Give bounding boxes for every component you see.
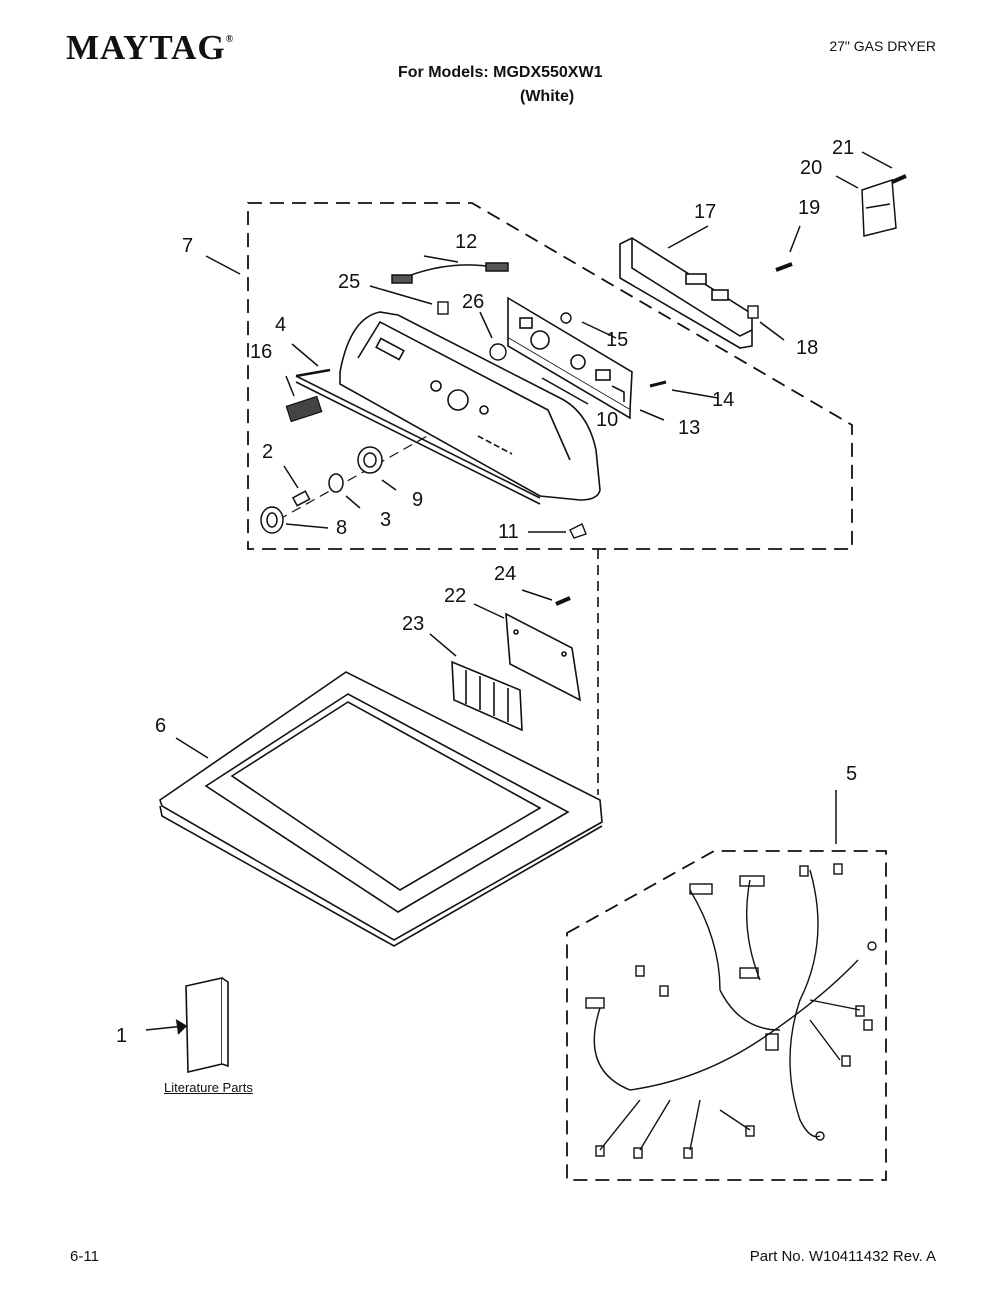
callout-9: 9: [412, 489, 424, 511]
part-12-wire: [391, 262, 509, 284]
callout-20: 20: [800, 157, 823, 179]
callout-13: 13: [678, 417, 701, 439]
document-type: 27" GAS DRYER: [829, 38, 936, 54]
callout-2: 2: [262, 441, 274, 463]
part-17-bracket: [619, 237, 753, 349]
callout-16: 16: [250, 341, 273, 363]
callout-6: 6: [155, 715, 167, 737]
callout-11: 11: [498, 521, 519, 543]
part-1-literature: [185, 977, 229, 1074]
part-11-clip: [569, 523, 587, 539]
part-4-rod: [295, 368, 331, 378]
part-25-clip: [437, 301, 449, 315]
part-26-button: [489, 343, 507, 361]
part-19-screw: [775, 262, 793, 272]
part-6-top-panel: [159, 671, 603, 947]
page-number: 6-11: [70, 1248, 99, 1265]
callout-14: 14: [712, 389, 735, 411]
callout-10: 10: [596, 409, 619, 431]
part-22-bracket: [505, 612, 582, 702]
callout-21: 21: [832, 137, 855, 159]
callout-12: 12: [455, 231, 478, 253]
part-18-clip: [747, 305, 759, 319]
callout-24: 24: [494, 563, 517, 585]
callout-23: 23: [402, 613, 425, 635]
part-5-wire-harness: [585, 863, 877, 1159]
brand-logo: MAYTAG®: [66, 28, 234, 68]
literature-parts-label: Literature Parts: [164, 1080, 253, 1095]
callout-18: 18: [796, 337, 819, 359]
console-panel: [295, 311, 601, 505]
part-21-screw: [891, 174, 907, 184]
part-14-screw: [649, 380, 667, 388]
callout-7: 7: [182, 235, 194, 257]
callout-5: 5: [846, 763, 858, 785]
callout-1: 1: [116, 1025, 128, 1047]
part-24-screw: [555, 596, 571, 606]
part-16-grille: [285, 395, 323, 423]
knob-stack: [260, 446, 383, 534]
color-line: (White): [520, 88, 575, 105]
registered-mark: ®: [225, 34, 235, 45]
harness-group-outline: [566, 850, 887, 1181]
callout-19: 19: [798, 197, 821, 219]
part-23-terminal-block: [451, 660, 523, 732]
part-15-screw: [560, 312, 572, 324]
callout-4: 4: [275, 314, 287, 336]
callout-26: 26: [462, 291, 485, 313]
callout-15: 15: [606, 329, 629, 351]
part-20-plate: [861, 178, 897, 237]
callout-17: 17: [694, 201, 717, 223]
models-line: For Models: MGDX550XW1: [398, 64, 603, 81]
console-group-outline: [247, 202, 853, 550]
brand-name: MAYTAG: [66, 28, 226, 67]
callout-25: 25: [338, 271, 361, 293]
callout-8: 8: [336, 517, 348, 539]
part-10-control-board: [507, 296, 633, 420]
callout-3: 3: [380, 509, 392, 531]
callout-22: 22: [444, 585, 467, 607]
part-number: Part No. W10411432 Rev. A: [749, 1248, 936, 1265]
leader-lines: [145, 151, 893, 1035]
